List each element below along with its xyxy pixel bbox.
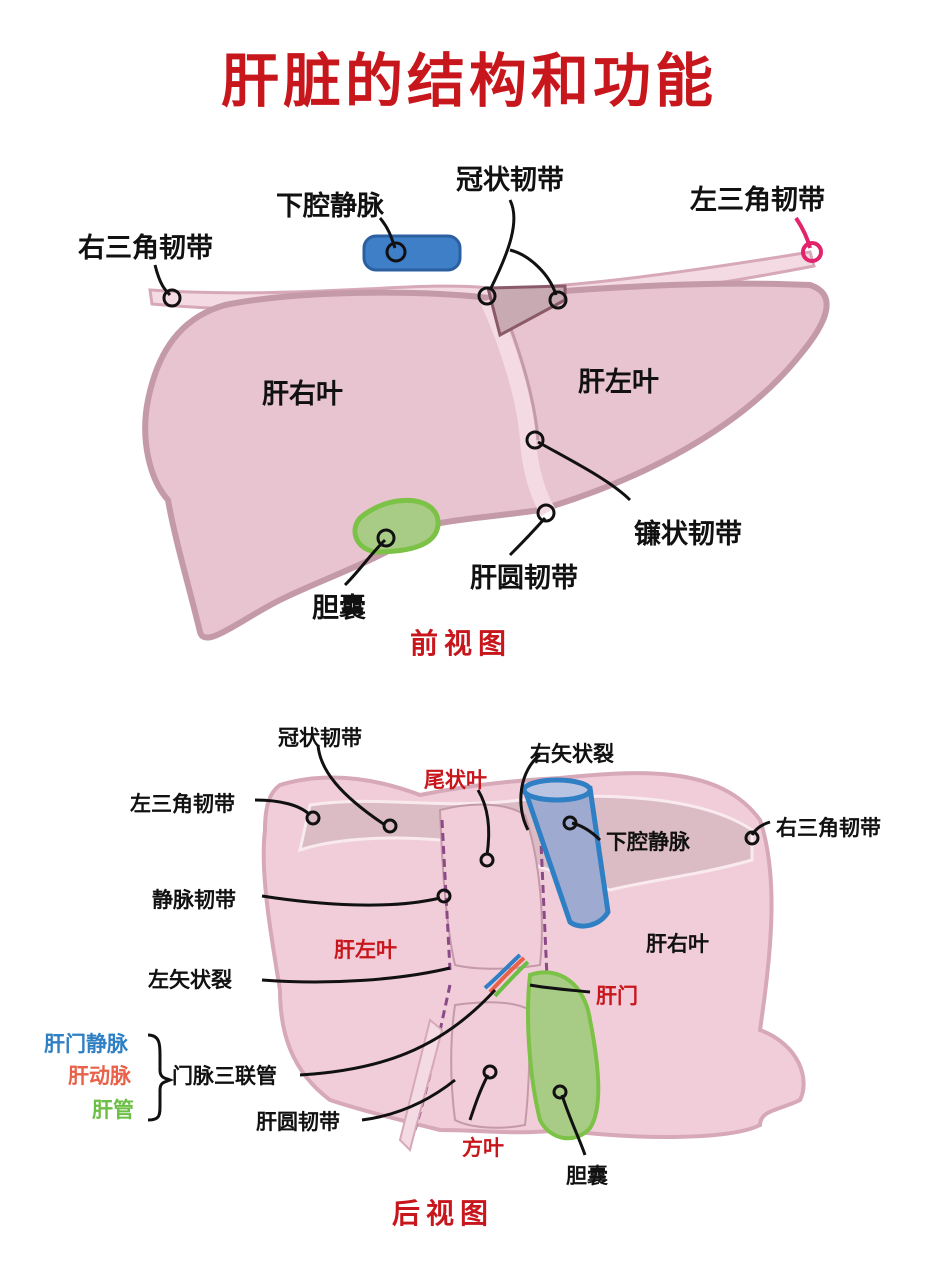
back-label-portal-vein: 肝门静脉 bbox=[44, 1032, 128, 1056]
front-label-coronary-ligament: 冠状韧带 bbox=[456, 165, 564, 196]
back-label-caudate-lobe: 尾状叶 bbox=[424, 768, 487, 792]
front-view-caption: 前视图 bbox=[410, 627, 513, 660]
front-label-round-ligament: 肝圆韧带 bbox=[470, 563, 578, 594]
front-gallbladder bbox=[352, 497, 441, 555]
front-vena-cava bbox=[362, 234, 462, 272]
back-view-caption: 后视图 bbox=[392, 1197, 495, 1230]
front-liver-illustration bbox=[142, 199, 830, 641]
front-view-diagram: 右三角韧带 下腔静脉 冠状韧带 左三角韧带 肝右叶 肝左叶 镰状韧带 肝圆韧带 … bbox=[0, 140, 938, 670]
back-label-left-triangular-ligament: 左三角韧带 bbox=[130, 792, 235, 816]
back-label-left-lobe: 肝左叶 bbox=[334, 938, 397, 962]
front-falciform-line bbox=[480, 296, 555, 517]
back-gallbladder bbox=[526, 970, 601, 1141]
back-portal-triad bbox=[483, 953, 530, 998]
back-label-venous-ligament: 静脉韧带 bbox=[152, 888, 236, 912]
front-label-falciform-ligament: 镰状韧带 bbox=[634, 519, 742, 550]
back-liver-illustration bbox=[147, 744, 806, 1156]
back-label-round-ligament: 肝圆韧带 bbox=[256, 1110, 340, 1134]
back-label-portal-triad: 门脉三联管 bbox=[172, 1064, 277, 1088]
back-label-coronary-ligament: 冠状韧带 bbox=[278, 726, 362, 750]
front-label-left-lobe: 肝左叶 bbox=[578, 367, 659, 398]
front-label-right-lobe: 肝右叶 bbox=[262, 379, 343, 410]
back-label-porta-hepatis: 肝门 bbox=[596, 984, 638, 1008]
back-label-gallbladder: 胆囊 bbox=[566, 1164, 608, 1188]
back-label-right-lobe: 肝右叶 bbox=[646, 932, 709, 956]
back-round-ligament bbox=[398, 1018, 444, 1152]
back-vena-cava bbox=[521, 777, 611, 929]
back-label-quadrate-lobe: 方叶 bbox=[462, 1136, 504, 1160]
page-title: 肝脏的结构和功能 bbox=[220, 47, 717, 115]
front-label-left-triangular-ligament: 左三角韧带 bbox=[690, 185, 825, 216]
back-label-bile-duct: 肝管 bbox=[92, 1098, 134, 1122]
front-label-gallbladder: 胆囊 bbox=[312, 593, 366, 624]
front-label-right-triangular-ligament: 右三角韧带 bbox=[78, 233, 213, 264]
back-label-inferior-vena-cava: 下腔静脉 bbox=[606, 830, 690, 854]
front-liver-body bbox=[142, 280, 830, 641]
back-label-right-triangular-ligament: 右三角韧带 bbox=[776, 816, 881, 840]
back-view-diagram: 冠状韧带 尾状叶 右矢状裂 左三角韧带 下腔静脉 右三角韧带 静脉韧带 肝左叶 … bbox=[0, 700, 938, 1260]
back-bracket bbox=[147, 1033, 175, 1122]
back-label-right-sagittal-fissure: 右矢状裂 bbox=[530, 742, 614, 766]
back-label-hepatic-artery: 肝动脉 bbox=[68, 1064, 131, 1088]
back-label-left-sagittal-fissure: 左矢状裂 bbox=[148, 968, 232, 992]
front-label-inferior-vena-cava: 下腔静脉 bbox=[276, 191, 384, 222]
back-caudate-lobe bbox=[438, 803, 543, 970]
